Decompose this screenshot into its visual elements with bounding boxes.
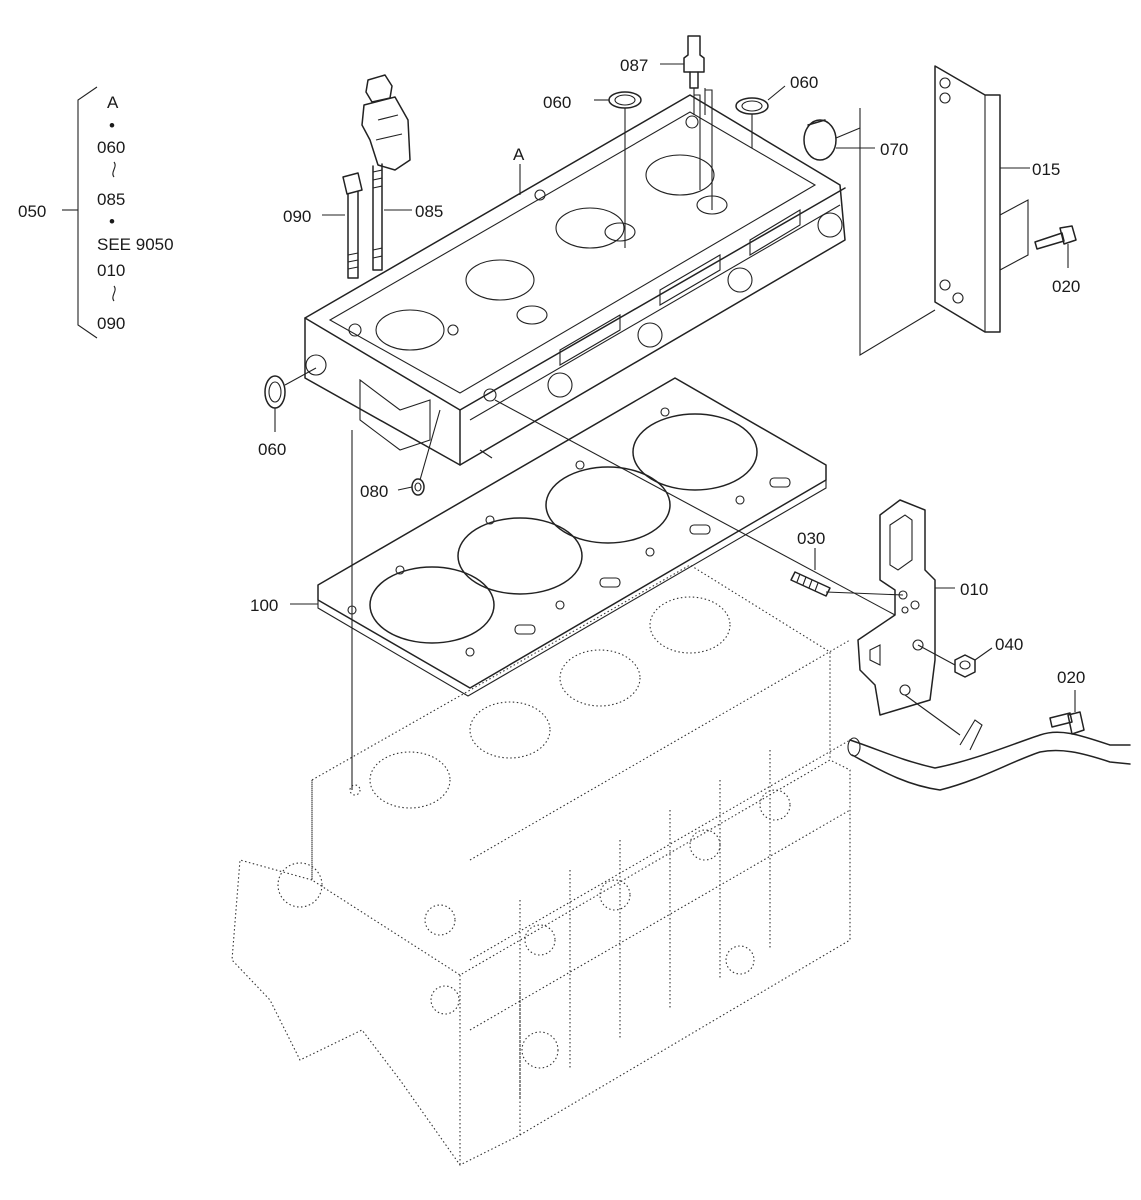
hanger-015 bbox=[934, 65, 1029, 333]
kit-legend-060: 060 bbox=[97, 138, 125, 157]
callout-080: 080 bbox=[360, 482, 388, 501]
callout-085: 085 bbox=[415, 202, 443, 221]
washer-080 bbox=[411, 478, 425, 496]
callout-040: 040 bbox=[995, 635, 1023, 654]
callout-020-top: 020 bbox=[1052, 277, 1080, 296]
kit-legend-a: A bbox=[107, 93, 119, 112]
kit-legend-dot-2: • bbox=[109, 212, 115, 231]
callout-070: 070 bbox=[880, 140, 908, 159]
injector-holder bbox=[361, 74, 411, 171]
kit-legend-010: 010 bbox=[97, 261, 125, 280]
seal-rings-060 bbox=[264, 91, 769, 409]
kit-legend-085: 085 bbox=[97, 190, 125, 209]
callout-060-top: 060 bbox=[543, 93, 571, 112]
callout-a: A bbox=[513, 145, 525, 164]
cylinder-block bbox=[231, 564, 851, 1166]
pipe-hose bbox=[847, 719, 1131, 791]
callout-100: 100 bbox=[250, 596, 278, 615]
plug-070 bbox=[803, 119, 837, 161]
bolt-020-top bbox=[1034, 225, 1077, 250]
head-gasket bbox=[317, 377, 827, 697]
bolt-020-bottom bbox=[1049, 711, 1085, 735]
kit-legend-dot-1: • bbox=[109, 116, 115, 135]
head-bolt-090 bbox=[342, 172, 363, 279]
leader-lines bbox=[62, 63, 1076, 790]
cylinder-head bbox=[304, 94, 846, 466]
callout-020-bottom: 020 bbox=[1057, 668, 1085, 687]
stud-085 bbox=[372, 163, 383, 271]
kit-legend-see-9050: SEE 9050 bbox=[97, 235, 174, 254]
callout-060-left: 060 bbox=[258, 440, 286, 459]
callout-087: 087 bbox=[620, 56, 648, 75]
callout-015: 015 bbox=[1032, 160, 1060, 179]
callout-010: 010 bbox=[960, 580, 988, 599]
nut-040 bbox=[954, 654, 976, 678]
callout-030: 030 bbox=[797, 529, 825, 548]
callout-090: 090 bbox=[283, 207, 311, 226]
callout-labels: 050 A • 060 085 • SEE 9050 010 090 090 0… bbox=[18, 56, 1085, 687]
stud-030 bbox=[790, 571, 831, 597]
callout-060-right: 060 bbox=[790, 73, 818, 92]
callout-050: 050 bbox=[18, 202, 46, 221]
kit-legend-090: 090 bbox=[97, 314, 125, 333]
hanger-010 bbox=[857, 499, 936, 716]
glow-plug-087 bbox=[683, 35, 705, 89]
